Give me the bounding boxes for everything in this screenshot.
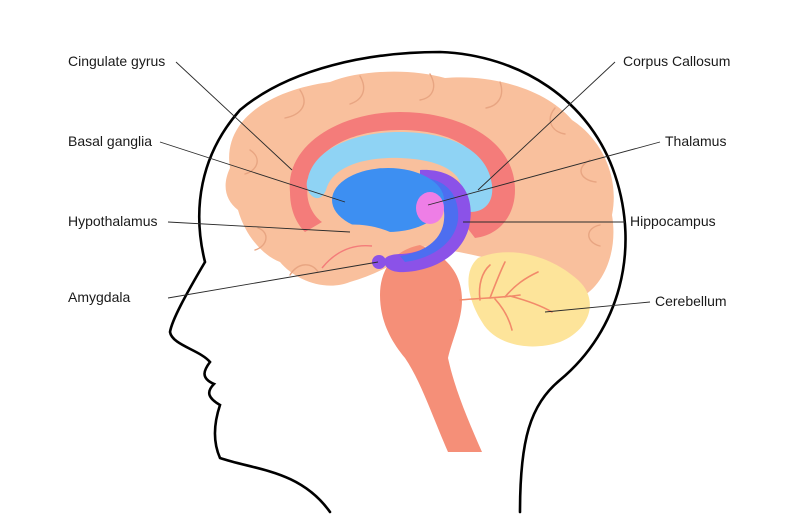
thalamus [416,192,444,224]
label-thalamus: Thalamus [665,133,726,149]
label-amygdala: Amygdala [68,289,130,305]
corpus-callosum [306,132,493,212]
amygdala [372,255,386,269]
leader-thalamus [427,141,661,206]
leader-corpus-callosum [477,61,616,191]
label-basal-ganglia: Basal ganglia [68,133,152,149]
leader-amygdala [167,261,379,299]
leader-lines [159,61,661,313]
leader-basal-ganglia [159,141,346,203]
hypothalamus [325,224,395,257]
label-corpus-callosum: Corpus Callosum [623,53,730,69]
cerebellum-veins [459,261,553,331]
cingulate-gyrus [289,112,515,238]
pituitary-outline [321,245,373,269]
label-cerebellum: Cerebellum [655,293,727,309]
brainstem [380,245,482,452]
basal-ganglia [332,168,444,232]
label-hypothalamus: Hypothalamus [68,213,158,229]
leader-cerebellum [544,301,651,313]
leader-hypothalamus [167,221,351,233]
head-outline [168,50,627,514]
label-hippocampus: Hippocampus [630,213,716,229]
label-cingulate-gyrus: Cingulate gyrus [68,53,165,69]
leader-cingulate [175,61,293,171]
